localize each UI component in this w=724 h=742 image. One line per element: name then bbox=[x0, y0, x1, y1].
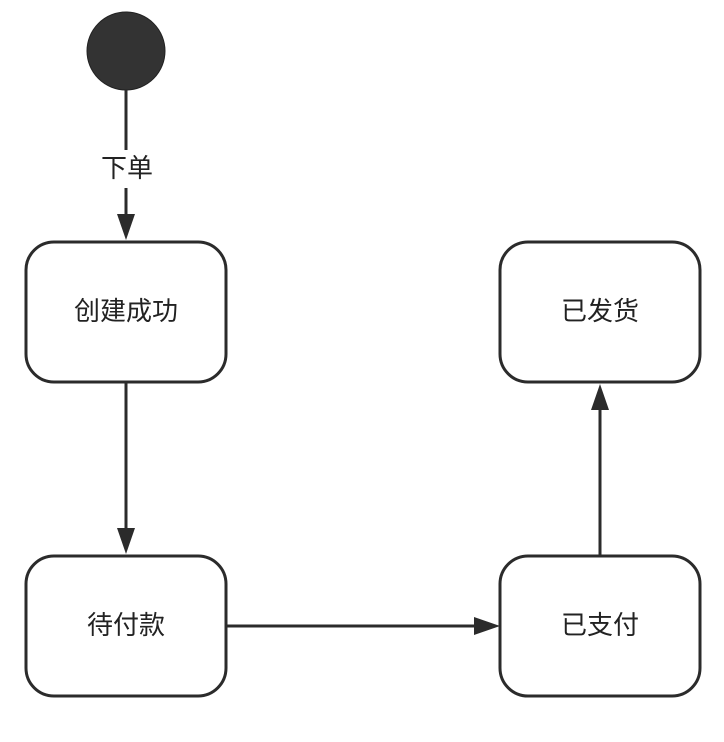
state-paid-label: 已支付 bbox=[561, 611, 639, 641]
state-paid-box bbox=[498, 554, 702, 698]
state-pending-payment[interactable]: 待付款 bbox=[24, 554, 228, 698]
edge-start-to-created-label: 下单 bbox=[101, 154, 153, 184]
edge-paid-to-shipped-arrowhead bbox=[591, 384, 609, 410]
state-paid[interactable]: 已支付 bbox=[498, 554, 702, 698]
state-created-box bbox=[24, 240, 228, 384]
state-shipped-box bbox=[498, 240, 702, 384]
edge-start-to-created-label-bg bbox=[92, 150, 160, 188]
start-node[interactable] bbox=[86, 11, 166, 91]
state-shipped[interactable]: 已发货 bbox=[498, 240, 702, 384]
edge-paid-to-shipped[interactable] bbox=[591, 384, 609, 556]
state-shipped-label: 已发货 bbox=[561, 297, 639, 327]
state-pending-payment-label: 待付款 bbox=[87, 611, 165, 641]
state-created[interactable]: 创建成功 bbox=[24, 240, 228, 384]
edge-pending-payment-to-paid-arrowhead bbox=[474, 617, 500, 635]
edge-start-to-created[interactable]: 下单 bbox=[92, 90, 160, 240]
edge-pending-payment-to-paid[interactable] bbox=[226, 617, 500, 635]
edge-created-to-pending-payment[interactable] bbox=[117, 382, 135, 554]
edge-created-to-pending-payment-arrowhead bbox=[117, 528, 135, 554]
state-created-label: 创建成功 bbox=[74, 297, 178, 327]
state-pending-payment-box bbox=[24, 554, 228, 698]
edge-start-to-created-arrowhead bbox=[117, 214, 135, 240]
